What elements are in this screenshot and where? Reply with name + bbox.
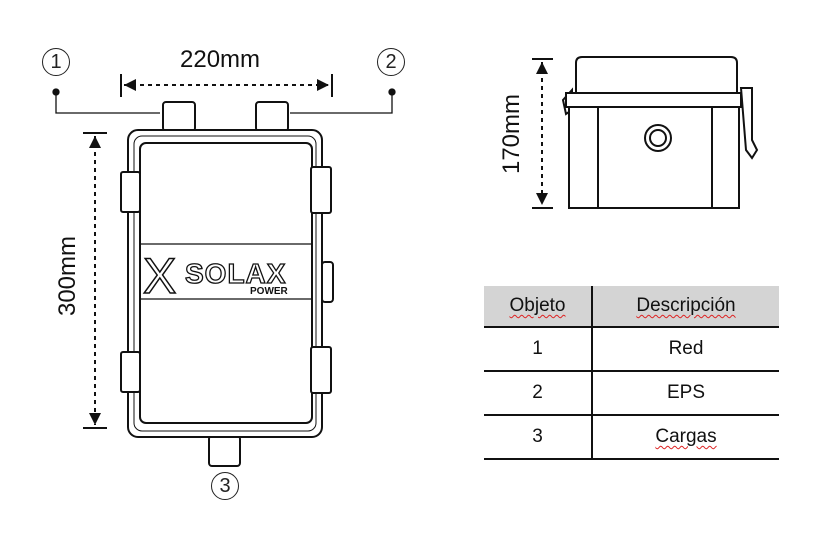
row-description: Red xyxy=(592,327,779,372)
bottom-gland xyxy=(208,435,241,467)
table-row: 3 Cargas xyxy=(484,415,779,460)
svg-text:X: X xyxy=(143,248,176,304)
top-gland-1 xyxy=(162,101,196,132)
table-row: 2 EPS xyxy=(484,371,779,416)
row-item: 1 xyxy=(484,327,593,372)
depth-dimension-arrow xyxy=(532,58,553,209)
width-label: 220mm xyxy=(180,46,261,73)
row-description: Cargas xyxy=(655,426,717,447)
top-gland-2 xyxy=(255,101,289,132)
header-objeto: Objeto xyxy=(509,295,566,316)
front-view-enclosure: X SOLAX POWER xyxy=(120,101,334,467)
side-view-enclosure xyxy=(561,56,759,209)
header-descripcion: Descripción xyxy=(636,295,736,316)
height-label: 300mm xyxy=(54,235,82,317)
marker-2: 2 xyxy=(377,48,405,76)
table-header: Objeto Descripción xyxy=(484,286,779,328)
marker-3: 3 xyxy=(211,472,239,500)
table-row: 1 Red xyxy=(484,327,779,372)
legend-table: Objeto Descripción 1 Red 2 EPS 3 Cargas xyxy=(484,286,779,460)
row-item: 2 xyxy=(484,371,593,416)
leader-lines xyxy=(52,88,396,114)
depth-label: 170mm xyxy=(498,93,526,175)
width-dimension-arrow xyxy=(120,74,333,97)
svg-text:SOLAX: SOLAX xyxy=(185,258,286,289)
marker-1: 1 xyxy=(42,48,70,76)
height-dimension-arrow xyxy=(83,132,107,429)
row-item: 3 xyxy=(484,415,593,460)
svg-text:POWER: POWER xyxy=(250,286,289,297)
row-description: EPS xyxy=(592,371,779,416)
